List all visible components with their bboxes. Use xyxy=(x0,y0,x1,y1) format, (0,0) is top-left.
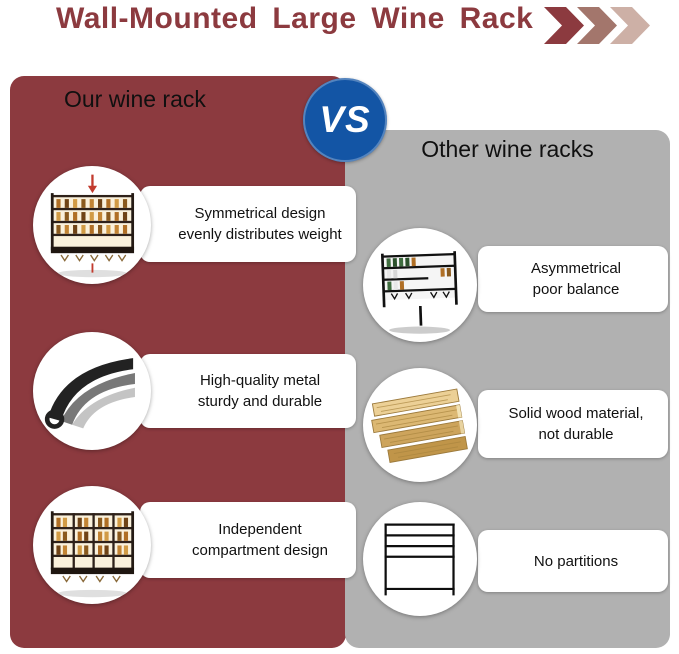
right-panel-heading: Other wine racks xyxy=(421,136,594,162)
feature-card: Independent compartment design xyxy=(140,502,356,578)
page-title: Wall-Mounted Large Wine Rack xyxy=(56,2,534,35)
symmetric-rack-image xyxy=(33,166,151,284)
left-panel-heading: Our wine rack xyxy=(64,86,206,112)
empty-rack-image xyxy=(363,502,477,616)
feature-card: Asymmetrical poor balance xyxy=(478,246,668,312)
chevron-right-icon xyxy=(544,7,584,44)
feature-card: Solid wood material, not durable xyxy=(478,390,668,458)
feature-label: Solid wood material, not durable xyxy=(508,405,644,443)
feature-label: Symmetrical design evenly distributes we… xyxy=(178,205,342,243)
wood-planks-image xyxy=(363,368,477,482)
feature-label: No partitions xyxy=(533,552,619,570)
vs-label: VS xyxy=(319,99,371,140)
empty-rack-icon xyxy=(384,523,456,596)
compartment-rack-image xyxy=(33,486,151,604)
symmetric-wine-rack-icon xyxy=(50,174,134,277)
metal-sheets-icon xyxy=(44,357,135,429)
compartment-wine-rack-icon xyxy=(50,510,134,597)
wood-planks-icon xyxy=(371,388,469,464)
feature-label: High-quality metal sturdy and durable xyxy=(197,372,323,410)
metal-sheets-image xyxy=(33,332,151,450)
feature-label: Asymmetrical poor balance xyxy=(530,260,621,298)
vs-badge: VS xyxy=(303,78,387,162)
triple-chevron-right-icon xyxy=(544,7,650,44)
asymmetric-rack-image xyxy=(363,228,477,342)
feature-card: Symmetrical design evenly distributes we… xyxy=(140,186,356,262)
asymmetric-wine-rack-icon xyxy=(381,251,459,335)
feature-label: Independent compartment design xyxy=(192,521,328,559)
feature-card: High-quality metal sturdy and durable xyxy=(140,354,356,428)
feature-card: No partitions xyxy=(478,530,668,592)
